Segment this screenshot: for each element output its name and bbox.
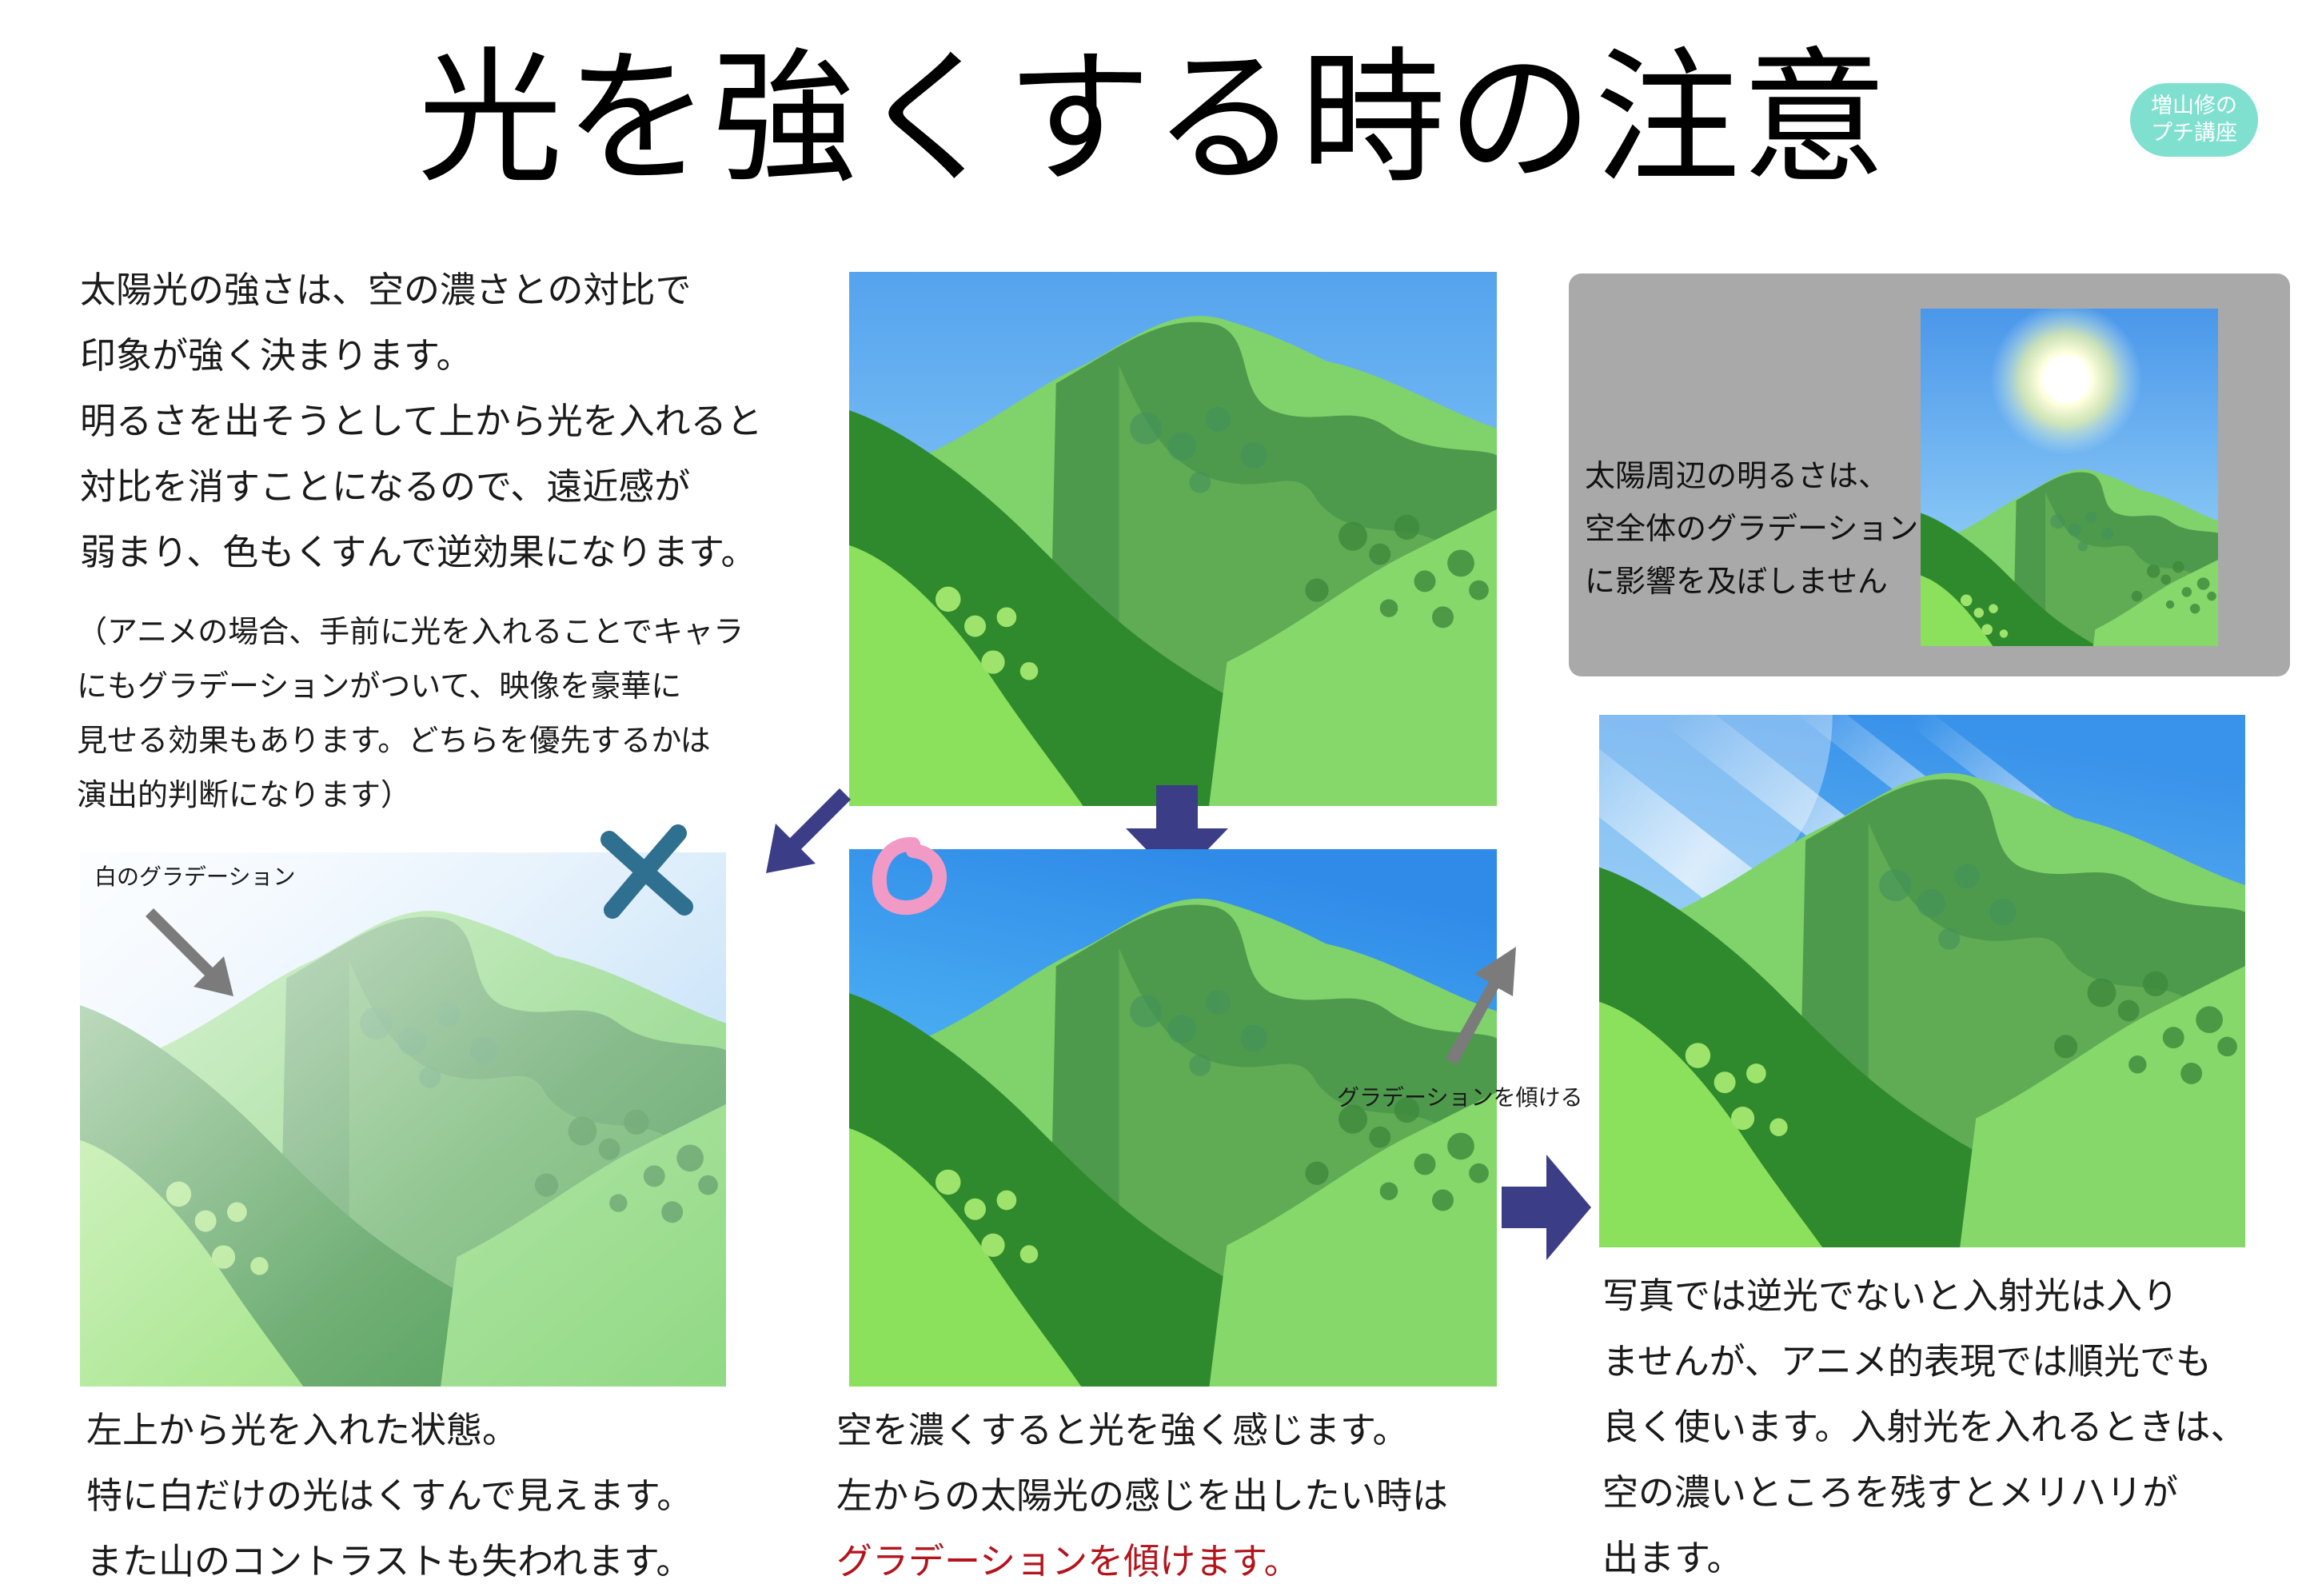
note-line: 演出的判断になります） [77, 777, 412, 812]
intro-paragraph: 太陽光の強さは、空の濃さとの対比で 印象が強く決まります。 明るさを出そうとして… [80, 257, 763, 585]
note-paragraph: （アニメの場合、手前に光を入れることでキャラ にもグラデーションがついて、映像を… [77, 604, 744, 822]
caption-center: 空を濃くすると光を強く感じます。 左からの太陽光の感じを出したい時は グラデーシ… [836, 1398, 1448, 1594]
caption-line: 空を濃くすると光を強く感じます。 [836, 1409, 1409, 1451]
badge-line-1: 増山修の [2151, 94, 2237, 118]
badge-line-2: プチ講座 [2151, 121, 2237, 146]
illustration-white-light [80, 852, 726, 1387]
arrow-right-icon [1502, 1155, 1591, 1260]
arrow-up-right-icon [1446, 947, 1516, 1065]
caption-line: 写真では逆光でないと入射光は入り [1602, 1275, 2179, 1317]
caption-line: 左上から光を入れた状態。 [86, 1409, 519, 1451]
illustration-original [849, 272, 1497, 806]
caption-right: 写真では逆光でないと入射光は入り ませんが、アニメ的表現では順光でも 良く使いま… [1602, 1263, 2247, 1591]
circle-mark-icon: ○ [865, 832, 947, 916]
illustration-light-rays [1599, 715, 2245, 1247]
intro-line: 対比を消すことになるので、遠近感が [80, 465, 691, 508]
note-line: （アニメの場合、手前に光を入れることでキャラ [77, 614, 744, 649]
arrow-down-right-icon [146, 908, 233, 996]
intro-line: 明るさを出そうとして上から光を入れると [80, 400, 763, 442]
note-line: にもグラデーションがついて、映像を豪華に [77, 668, 682, 704]
caption-line: ませんが、アニメ的表現では順光でも [1602, 1340, 2212, 1383]
caption-left: 左上から光を入れた状態。 特に白だけの光はくすんで見えます。 また山のコントラス… [86, 1398, 692, 1594]
inset-line: に影響を及ぼしません [1585, 564, 1888, 599]
caption-line: 特に白だけの光はくすんで見えます。 [86, 1474, 693, 1517]
intro-line: 弱まり、色もくすんで逆効果になります。 [80, 531, 757, 573]
page-title: 光を強くする時の注意 [417, 34, 1889, 203]
caption-line: 出ます。 [1602, 1537, 1743, 1579]
arrow-down-left-icon [766, 788, 851, 873]
caption-line: また山のコントラストも失われます。 [86, 1540, 692, 1582]
note-line: 見せる効果もあります。どちらを優先するかは [77, 723, 711, 758]
label-white-gradation: 白のグラデーション [94, 864, 296, 890]
inset-text: 太陽周辺の明るさは、 空全体のグラデーション に影響を及ぼしません [1585, 449, 1918, 608]
caption-highlight: グラデーションを傾けます。 [836, 1540, 1300, 1582]
caption-line: 良く使います。入射光を入れるときは、 [1602, 1406, 2247, 1448]
mark-bad: × [595, 820, 605, 824]
cross-mark-icon: × [595, 820, 693, 919]
intro-line: 印象が強く決まります。 [80, 334, 473, 377]
illustration-sun-inset [1921, 309, 2218, 646]
author-badge: 増山修の プチ講座 [2130, 83, 2258, 157]
caption-line: 左からの太陽光の感じを出したい時は [836, 1474, 1449, 1517]
caption-line: 空の濃いところを残すとメリハリが [1602, 1471, 2179, 1514]
illustration-tilted-gradation [849, 849, 1497, 1387]
mark-good: ○ [865, 832, 876, 835]
intro-line: 太陽光の強さは、空の濃さとの対比で [80, 269, 692, 311]
label-tilt-gradation: グラデーションを傾ける [1337, 1084, 1583, 1111]
inset-line: 空全体のグラデーション [1585, 511, 1919, 546]
arrow-down-icon [1126, 785, 1228, 881]
inset-line: 太陽周辺の明るさは、 [1585, 458, 1889, 493]
